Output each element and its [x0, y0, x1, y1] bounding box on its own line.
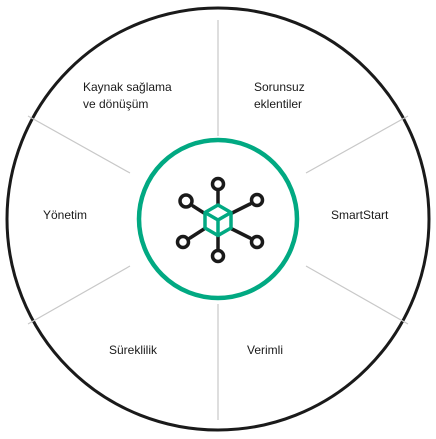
segment-dividers — [27, 20, 409, 420]
segment-label-smartstart: SmartStart — [331, 207, 388, 224]
segment-label-management: Yönetim — [43, 207, 87, 224]
segment-label-line: Süreklilik — [109, 343, 158, 357]
segment-label-provisioning: Kaynak sağlama ve dönüşüm — [83, 79, 172, 113]
outer-ring — [5, 6, 431, 432]
divider-upper-left — [27, 115, 131, 174]
divider-lower-left — [27, 265, 131, 325]
segment-label-line: ve dönüşüm — [83, 97, 149, 111]
segment-label-line: Yönetim — [43, 208, 88, 222]
segment-label-line: Sorunsuz — [254, 80, 305, 94]
segment-label-line: eklentiler — [254, 97, 303, 111]
divider-lower-right — [305, 265, 409, 325]
segment-label-efficient: Verimli — [247, 342, 283, 359]
segment-label-line: Kaynak sağlama — [83, 80, 172, 94]
divider-upper-right — [305, 115, 409, 174]
segment-label-line: SmartStart — [331, 208, 389, 222]
segment-label-continuity: Süreklilik — [109, 342, 157, 359]
segment-label-seamless-addons: Sorunsuz eklentiler — [254, 79, 305, 113]
segment-label-line: Verimli — [247, 343, 284, 357]
connected-cube-icon — [175, 176, 265, 264]
